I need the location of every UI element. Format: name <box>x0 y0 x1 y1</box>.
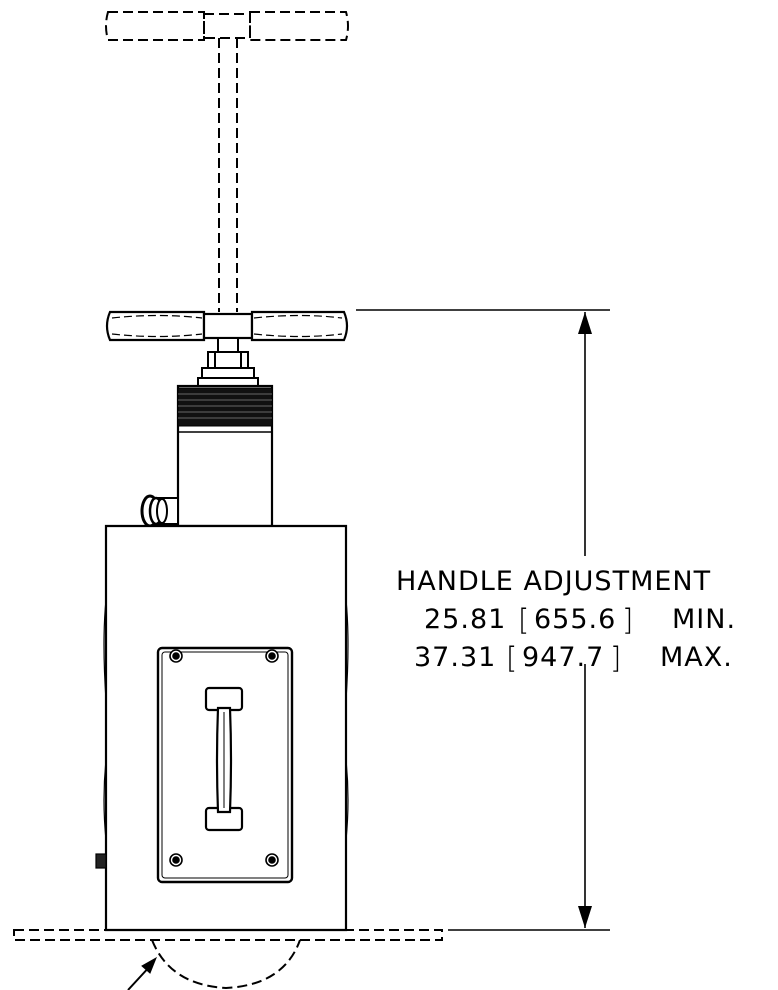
bracket-close-max: ] <box>610 641 621 675</box>
dimension-min-suffix: MIN. <box>672 604 736 635</box>
arrowhead-top <box>578 312 592 334</box>
bracket-open-min: [ <box>518 603 529 637</box>
bracket-open-max: [ <box>506 641 517 675</box>
arrowhead-bottom <box>578 906 592 928</box>
dimension-arrowheads <box>578 312 592 928</box>
leader-arrow <box>127 956 157 990</box>
panel-screws <box>169 649 279 867</box>
side-fitting <box>140 494 179 528</box>
hex-nut <box>197 337 259 387</box>
panel-handle <box>204 686 244 832</box>
dimension-min-metric: 655.6 <box>534 604 616 635</box>
dimension-label: HANDLE ADJUSTMENT <box>396 566 711 597</box>
dimension-annotation: HANDLE ADJUSTMENT 25.81 [ 655.6 ] MIN. 3… <box>396 566 736 675</box>
handle-min-position <box>105 310 349 342</box>
dimension-max-metric: 947.7 <box>522 642 604 673</box>
base-plate <box>13 929 443 990</box>
dimension-max-imperial: 37.31 <box>414 642 496 673</box>
bracket-close-min: ] <box>622 603 633 637</box>
dimension-extension-lines <box>356 309 610 931</box>
handle-max-position <box>105 11 349 312</box>
access-panel <box>156 646 294 884</box>
dimension-max-suffix: MAX. <box>660 642 733 673</box>
dimension-min-imperial: 25.81 <box>424 604 506 635</box>
cylinder <box>176 384 274 528</box>
